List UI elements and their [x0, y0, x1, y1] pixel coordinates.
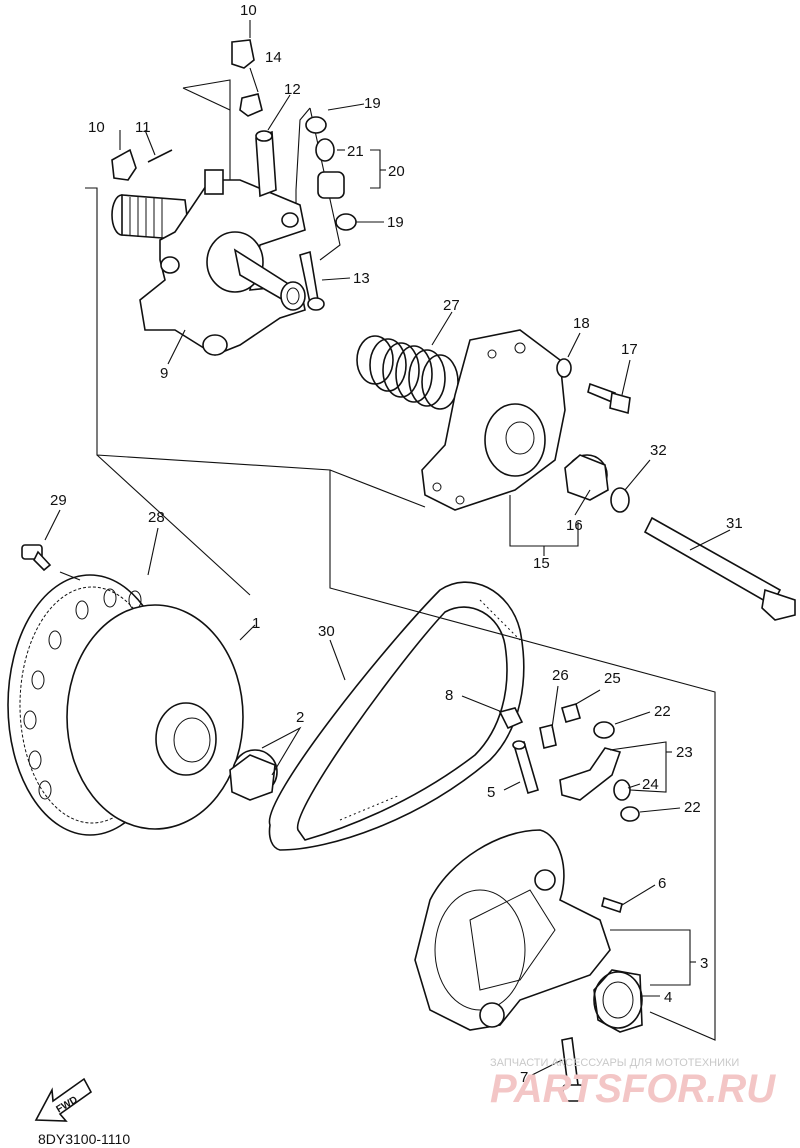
bushing-4	[593, 969, 643, 1033]
nut-14	[239, 93, 263, 117]
watermark-tagline: ЗАПЧАСТИ АКСЕССУАРЫ ДЛЯ МОТОТЕХНИКИ	[490, 1057, 739, 1069]
washer-32	[610, 487, 630, 513]
label-9: 9	[160, 365, 168, 382]
clip-10-left	[111, 148, 137, 181]
washer-19-bottom	[335, 213, 357, 231]
screw-6	[601, 896, 623, 914]
label-leader-lines	[44, 20, 731, 1076]
label-18: 18	[573, 315, 590, 332]
label-30: 30	[318, 623, 335, 640]
washer-19-top	[305, 116, 327, 134]
bushing-21	[315, 138, 335, 162]
small-parts-lower	[498, 703, 640, 1102]
nut-8	[498, 707, 524, 730]
spring-27	[356, 335, 459, 410]
small-parts-right	[556, 358, 796, 621]
primary-housing-9	[111, 169, 306, 356]
label-20: 20	[388, 163, 405, 180]
bushing-2	[229, 749, 278, 801]
bushing-20	[317, 171, 345, 199]
label-24: 24	[642, 776, 659, 793]
label-22-bottom: 22	[684, 799, 701, 816]
label-6: 6	[658, 875, 666, 892]
secondary-sheave-3	[414, 829, 611, 1031]
label-16: 16	[566, 517, 583, 534]
label-10-left: 10	[88, 119, 105, 136]
label-13: 13	[353, 270, 370, 287]
label-12: 12	[284, 81, 301, 98]
label-17: 17	[621, 341, 638, 358]
label-22-top: 22	[654, 703, 671, 720]
watermark-logo: PARTSFOR.RU	[490, 1067, 776, 1111]
label-2: 2	[296, 709, 304, 726]
pin-11	[147, 149, 173, 163]
label-19-top: 19	[364, 95, 381, 112]
fwd-arrow-icon: FWD	[34, 1077, 93, 1122]
label-14: 14	[265, 49, 282, 66]
bolt-29	[21, 544, 52, 572]
drawing-code: 8DY3100-1110	[38, 1131, 130, 1147]
part-labels: 1 2 3 4 5 6 7 8 9 10 10 11 12 13 14 15 1…	[50, 2, 743, 1086]
sheave-1	[66, 604, 244, 830]
label-11: 11	[135, 119, 151, 136]
label-32: 32	[650, 442, 667, 459]
washer-22-top	[593, 721, 615, 739]
label-1: 1	[252, 615, 260, 632]
label-23: 23	[676, 744, 693, 761]
label-7: 7	[520, 1069, 528, 1086]
bolt-26	[539, 724, 557, 749]
bolt-31	[643, 516, 782, 607]
label-15: 15	[533, 555, 550, 572]
bolt-25	[561, 703, 581, 723]
arm-23	[559, 747, 622, 801]
label-28: 28	[148, 509, 165, 526]
label-8: 8	[445, 687, 453, 704]
belt-30	[268, 581, 525, 851]
label-3: 3	[700, 955, 708, 972]
label-31: 31	[726, 515, 743, 532]
label-25: 25	[604, 670, 621, 687]
label-27: 27	[443, 297, 460, 314]
clip-10-top	[231, 39, 255, 69]
cover-15	[421, 329, 566, 511]
small-parts-upper	[111, 39, 357, 311]
label-21: 21	[347, 143, 364, 160]
label-26: 26	[552, 667, 569, 684]
label-10-top: 10	[240, 2, 257, 19]
bushing-24	[613, 779, 631, 801]
washer-22-bottom	[620, 806, 640, 822]
washer-18	[556, 358, 572, 378]
label-5: 5	[487, 784, 495, 801]
label-19-bottom: 19	[387, 214, 404, 231]
label-29: 29	[50, 492, 67, 509]
label-4: 4	[664, 989, 672, 1006]
